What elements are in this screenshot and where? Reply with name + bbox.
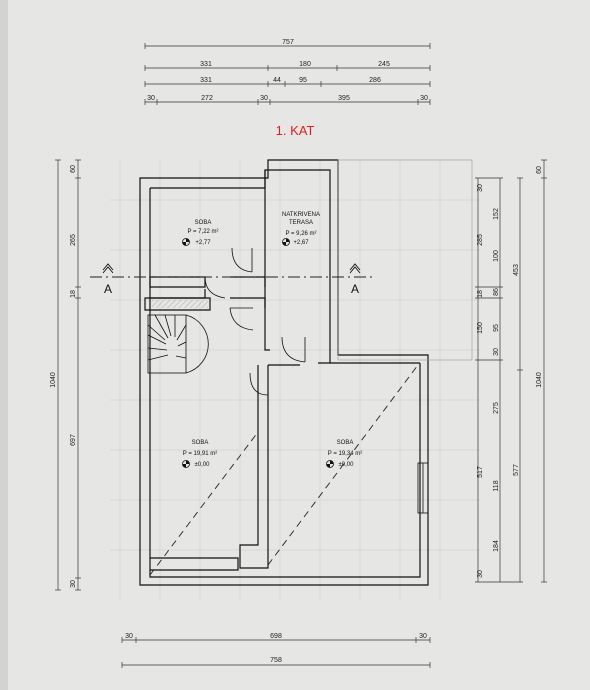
room-2-level: +2,67 — [293, 240, 309, 246]
dim-right-517: 517 — [477, 466, 484, 478]
dim-right-60: 60 — [536, 166, 543, 174]
dim-right-118: 118 — [493, 480, 500, 491]
room-4-level: ±0,00 — [339, 462, 355, 468]
room-3-area: P = 19,91 m² — [183, 451, 217, 457]
room-4-area: P = 19,34 m² — [328, 451, 362, 457]
dim-top-30c: 30 — [420, 95, 428, 102]
dim-left-30: 30 — [70, 580, 77, 588]
dim-right-152: 152 — [493, 208, 500, 220]
dim-left-265: 265 — [70, 234, 77, 246]
dim-bottom-698: 698 — [270, 633, 282, 640]
dim-top-272: 272 — [201, 95, 213, 102]
room-1-name: SOBA — [195, 220, 212, 226]
room-1-level: +2,77 — [195, 240, 211, 246]
dashed-diagonals — [149, 364, 419, 576]
doors — [204, 247, 306, 396]
dim-bottom-30b: 30 — [419, 633, 427, 640]
dim-top-245: 245 — [378, 61, 390, 68]
dim-right-453: 453 — [513, 264, 520, 276]
dim-bottom-30a: 30 — [125, 633, 133, 640]
section-label-right: A — [351, 282, 359, 296]
room-4-name: SOBA — [337, 440, 354, 446]
level-marker-icon — [182, 460, 190, 468]
dim-top-44: 44 — [273, 77, 281, 84]
section-markers — [102, 263, 361, 274]
room-3-level: ±0,00 — [195, 462, 211, 468]
terrace-outline — [337, 159, 473, 361]
dim-right-30a: 30 — [477, 184, 484, 192]
dim-right-275: 275 — [493, 402, 500, 414]
section-label-left: A — [104, 282, 112, 296]
bottom-dimension-lines — [121, 637, 431, 668]
dim-top-30b: 30 — [260, 95, 268, 102]
stair-fan — [147, 314, 209, 374]
left-dimension-lines — [55, 159, 81, 591]
dim-top-331: 331 — [200, 61, 212, 68]
dim-right-285: 285 — [477, 234, 484, 246]
room-3-name: SOBA — [192, 440, 209, 446]
room-2-name-line1: NATKRIVENA — [282, 212, 320, 218]
dim-right-577: 577 — [513, 464, 520, 476]
dim-right-95: 95 — [493, 324, 500, 332]
dim-right-18: 18 — [477, 290, 484, 298]
room-2-name-line2: TERASA — [289, 220, 313, 226]
dim-right-100: 100 — [493, 250, 500, 262]
dim-right-150: 150 — [477, 322, 484, 334]
dim-top-331b: 331 — [200, 77, 212, 84]
floor-title: 1. KAT — [276, 123, 315, 138]
dim-right-1040: 1040 — [536, 372, 543, 388]
room-1-area: P = 7,22 m² — [187, 229, 218, 235]
dim-top-286: 286 — [369, 77, 381, 84]
dim-left-18: 18 — [70, 290, 77, 298]
right-dimension-labels: 30 152 100 86 95 30 275 118 184 30 285 1… — [477, 166, 543, 578]
left-dimension-labels: 1040 60 265 18 697 30 — [50, 165, 77, 588]
level-marker-icon — [282, 238, 290, 246]
dim-left-697: 697 — [70, 434, 77, 446]
dim-bottom-758: 758 — [270, 657, 282, 664]
dim-right-86: 86 — [493, 288, 500, 296]
wall-hatch — [152, 300, 208, 308]
top-dimension-lines — [144, 43, 431, 105]
level-marker-icon — [326, 460, 334, 468]
dim-top-95: 95 — [299, 77, 307, 84]
window-right — [417, 462, 429, 514]
dim-top-30a: 30 — [147, 95, 155, 102]
room-2-area: P = 9,26 m² — [285, 231, 316, 237]
dim-right-30c: 30 — [477, 570, 484, 578]
dim-left-1040: 1040 — [50, 372, 57, 388]
dim-left-60: 60 — [70, 165, 77, 173]
dim-top-757: 757 — [282, 39, 294, 46]
dim-right-30b: 30 — [493, 348, 500, 356]
dim-right-184: 184 — [493, 540, 500, 552]
dim-top-180: 180 — [299, 61, 311, 68]
right-dimension-lines — [475, 159, 547, 583]
level-marker-icon — [182, 238, 190, 246]
paper-shadow-edge — [0, 0, 8, 690]
dim-top-395: 395 — [338, 95, 350, 102]
